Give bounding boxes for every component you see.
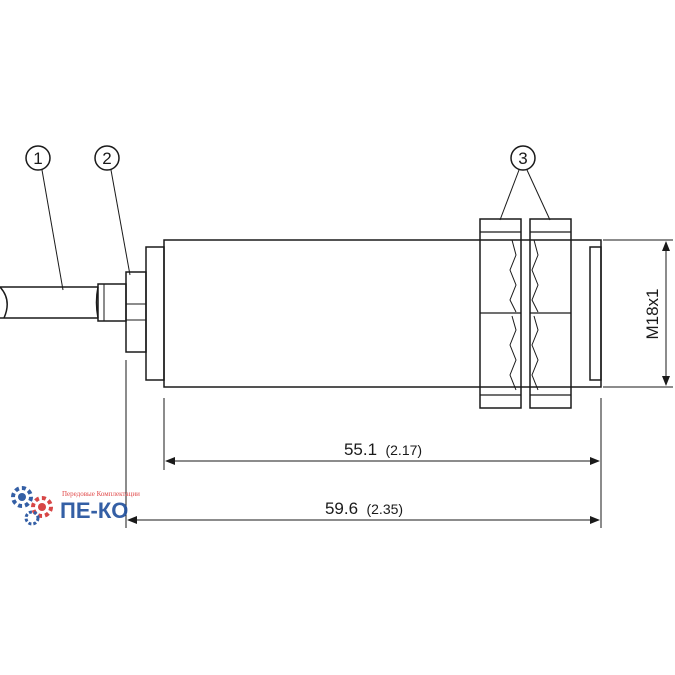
gear-icon (11, 486, 53, 526)
mounting-nut-left (479, 218, 522, 409)
length-dimension-total: 59.6 (2.35) (127, 499, 600, 524)
callout-1: 1 (25, 145, 64, 291)
length-total-mm: 59.6 (325, 499, 358, 518)
watermark-tagline: Передовые Комплектации (62, 490, 140, 498)
svg-text:55.1 (2.17): 55.1 (2.17) (344, 440, 422, 459)
sensor-housing (145, 239, 602, 388)
cable (0, 286, 99, 319)
callout-2: 2 (94, 145, 131, 276)
svg-text:3: 3 (518, 149, 527, 168)
length-dimension-short: 55.1 (2.17) (165, 440, 600, 465)
length-total-in: (2.35) (366, 501, 403, 517)
extension-lines (125, 360, 602, 528)
svg-text:2: 2 (102, 149, 111, 168)
mounting-nut-right (529, 218, 572, 409)
thread-dimension: M18x1 (603, 239, 673, 388)
length-short-in: (2.17) (385, 442, 422, 458)
watermark-brand: ПЕ-КО (60, 498, 128, 523)
callout-3: 3 (499, 145, 551, 221)
thread-label: M18x1 (643, 288, 662, 339)
svg-text:1: 1 (33, 149, 42, 168)
length-short-mm: 55.1 (344, 440, 377, 459)
cable-gland (97, 271, 147, 353)
svg-text:59.6 (2.35): 59.6 (2.35) (325, 499, 403, 518)
watermark-logo: Передовые Комплектации ПЕ-КО (11, 486, 140, 526)
